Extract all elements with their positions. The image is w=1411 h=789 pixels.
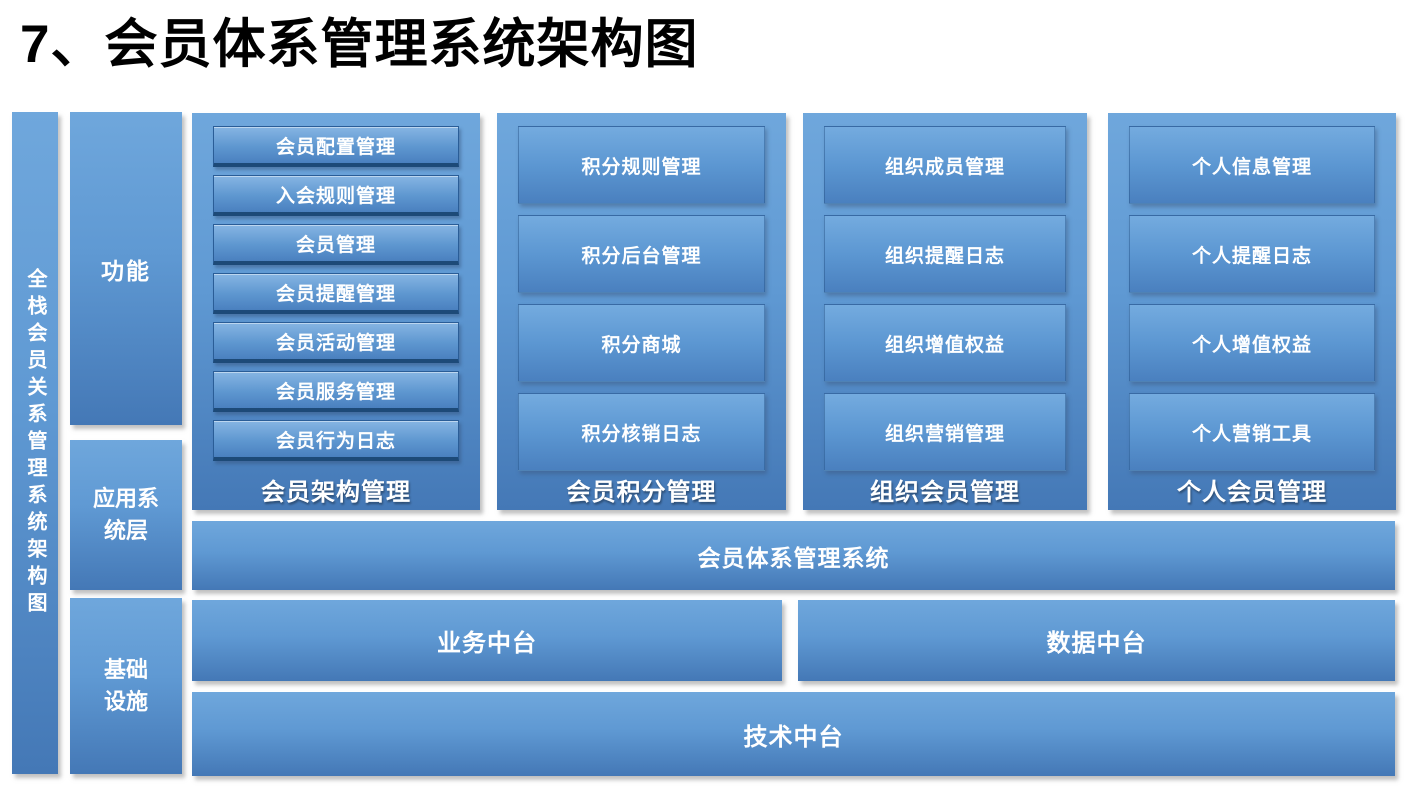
module-list: 会员配置管理 入会规则管理 会员管理 会员提醒管理 会员活动管理 会员服务管理 … bbox=[213, 126, 459, 468]
module-list: 积分规则管理 积分后台管理 积分商城 积分核销日志 bbox=[518, 126, 765, 471]
layer-function-box: 功能 bbox=[70, 112, 182, 425]
module-box: 会员活动管理 bbox=[213, 322, 459, 363]
layer-application-box: 应用系 统层 bbox=[70, 440, 182, 590]
module-box: 积分核销日志 bbox=[518, 393, 765, 471]
module-box: 个人信息管理 bbox=[1129, 126, 1375, 204]
group-personal-member: 个人信息管理 个人提醒日志 个人增值权益 个人营销工具 个人会员管理 bbox=[1108, 113, 1396, 510]
group-label: 会员架构管理 bbox=[261, 478, 411, 506]
module-box: 积分规则管理 bbox=[518, 126, 765, 204]
module-box: 组织营销管理 bbox=[824, 393, 1066, 471]
page-title: 7、会员体系管理系统架构图 bbox=[20, 15, 699, 74]
group-label: 组织会员管理 bbox=[870, 478, 1020, 506]
layer-infrastructure-box: 基础 设施 bbox=[70, 598, 182, 774]
module-list: 个人信息管理 个人提醒日志 个人增值权益 个人营销工具 bbox=[1129, 126, 1375, 471]
left-rail-system-title: 全栈会员关系管理系统架构图 bbox=[12, 112, 58, 774]
bar-data-middle-platform: 数据中台 bbox=[798, 600, 1395, 681]
module-box: 个人提醒日志 bbox=[1129, 215, 1375, 293]
module-box: 个人营销工具 bbox=[1129, 393, 1375, 471]
module-box: 会员提醒管理 bbox=[213, 273, 459, 314]
module-box: 会员管理 bbox=[213, 224, 459, 265]
module-list: 组织成员管理 组织提醒日志 组织增值权益 组织营销管理 bbox=[824, 126, 1066, 471]
group-label: 会员积分管理 bbox=[566, 478, 717, 506]
module-box: 组织增值权益 bbox=[824, 304, 1066, 382]
group-member-architecture: 会员配置管理 入会规则管理 会员管理 会员提醒管理 会员活动管理 会员服务管理 … bbox=[192, 113, 480, 510]
module-box: 会员配置管理 bbox=[213, 126, 459, 167]
module-box: 会员服务管理 bbox=[213, 371, 459, 412]
group-label: 个人会员管理 bbox=[1177, 478, 1327, 506]
bar-business-middle-platform: 业务中台 bbox=[192, 600, 782, 681]
module-box: 积分商城 bbox=[518, 304, 765, 382]
module-box: 积分后台管理 bbox=[518, 215, 765, 293]
left-rail-label: 全栈会员关系管理系统架构图 bbox=[24, 267, 46, 619]
module-box: 组织成员管理 bbox=[824, 126, 1066, 204]
module-box: 组织提醒日志 bbox=[824, 215, 1066, 293]
bar-technology-middle-platform: 技术中台 bbox=[192, 692, 1395, 776]
module-box: 个人增值权益 bbox=[1129, 304, 1375, 382]
group-organization-member: 组织成员管理 组织提醒日志 组织增值权益 组织营销管理 组织会员管理 bbox=[803, 113, 1087, 510]
module-box: 入会规则管理 bbox=[213, 175, 459, 216]
module-box: 会员行为日志 bbox=[213, 420, 459, 461]
group-member-points: 积分规则管理 积分后台管理 积分商城 积分核销日志 会员积分管理 bbox=[497, 113, 786, 510]
bar-member-system-platform: 会员体系管理系统 bbox=[192, 521, 1395, 590]
